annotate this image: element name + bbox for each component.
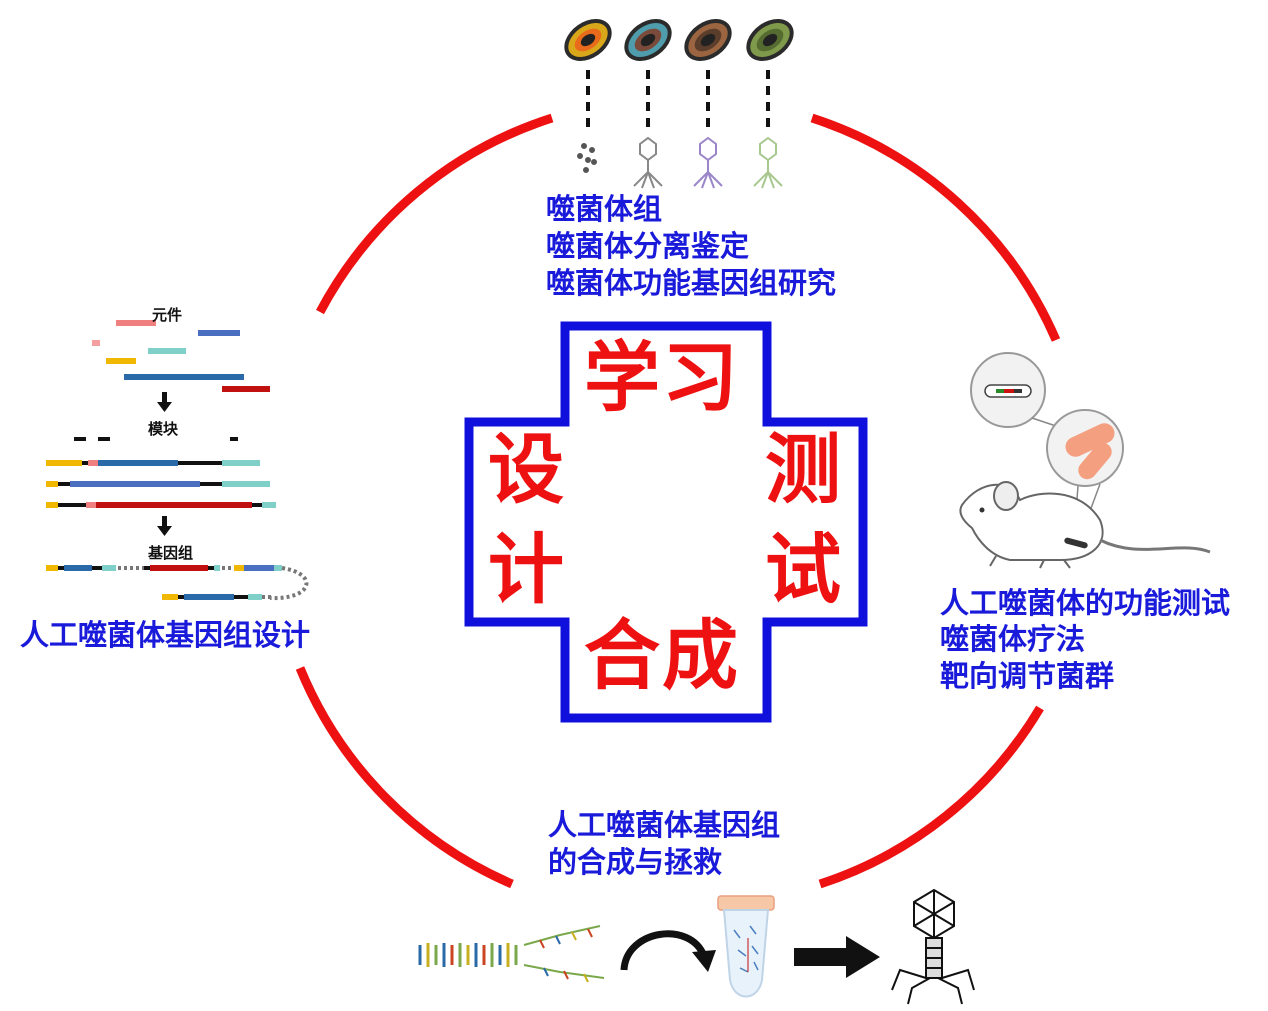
genome-assembled-bars xyxy=(46,565,309,601)
ring-arc-top-left xyxy=(316,113,554,315)
test-tube-icon xyxy=(717,895,775,998)
curved-arrow-head xyxy=(692,950,716,972)
label-parts: 元件 xyxy=(152,306,183,324)
center-label-design-1: 设 xyxy=(488,425,564,514)
bottom-text-line-2: 的合成与拯救 xyxy=(548,845,723,879)
right-text-line-2: 噬菌体疗法 xyxy=(940,622,1086,656)
genome-module-bars xyxy=(46,437,276,508)
center-label-learn: 学习 xyxy=(584,333,740,422)
center-label-test-2: 试 xyxy=(765,525,841,614)
left-title: 人工噬菌体基因组设计 xyxy=(20,618,311,652)
mouse-test-icon xyxy=(959,352,1211,569)
ring-arc-right xyxy=(818,705,1044,889)
top-text-line-3: 噬菌体功能基因组研究 xyxy=(546,266,837,300)
cross-outline xyxy=(464,321,868,723)
bottom-text-line-1: 人工噬菌体基因组 xyxy=(548,808,781,842)
down-arrow-icon xyxy=(157,392,172,412)
down-arrow-icon xyxy=(157,516,172,536)
bacteria-row-icon xyxy=(564,19,794,128)
genome-parts-bars xyxy=(92,320,270,392)
center-label-design-2: 计 xyxy=(488,525,564,614)
dna-fragments-icon xyxy=(418,925,605,983)
curved-arrow-icon xyxy=(620,930,708,971)
top-text-line-1: 噬菌体组 xyxy=(546,192,663,226)
right-text-line-1: 人工噬菌体的功能测试 xyxy=(940,586,1231,620)
label-genome: 基因组 xyxy=(148,544,194,562)
ring-arc-top-right xyxy=(810,113,1061,342)
phage-row-icon xyxy=(577,136,783,189)
center-label-test-1: 测 xyxy=(765,425,841,514)
ring-arc-bottom-left xyxy=(295,666,514,889)
right-arrow-icon xyxy=(794,936,880,978)
phage-icon xyxy=(891,888,975,1005)
label-module: 模块 xyxy=(148,420,179,438)
right-text-line-3: 靶向调节菌群 xyxy=(940,659,1115,693)
center-label-synthesis: 合成 xyxy=(584,611,740,700)
top-text-line-2: 噬菌体分离鉴定 xyxy=(546,229,750,263)
